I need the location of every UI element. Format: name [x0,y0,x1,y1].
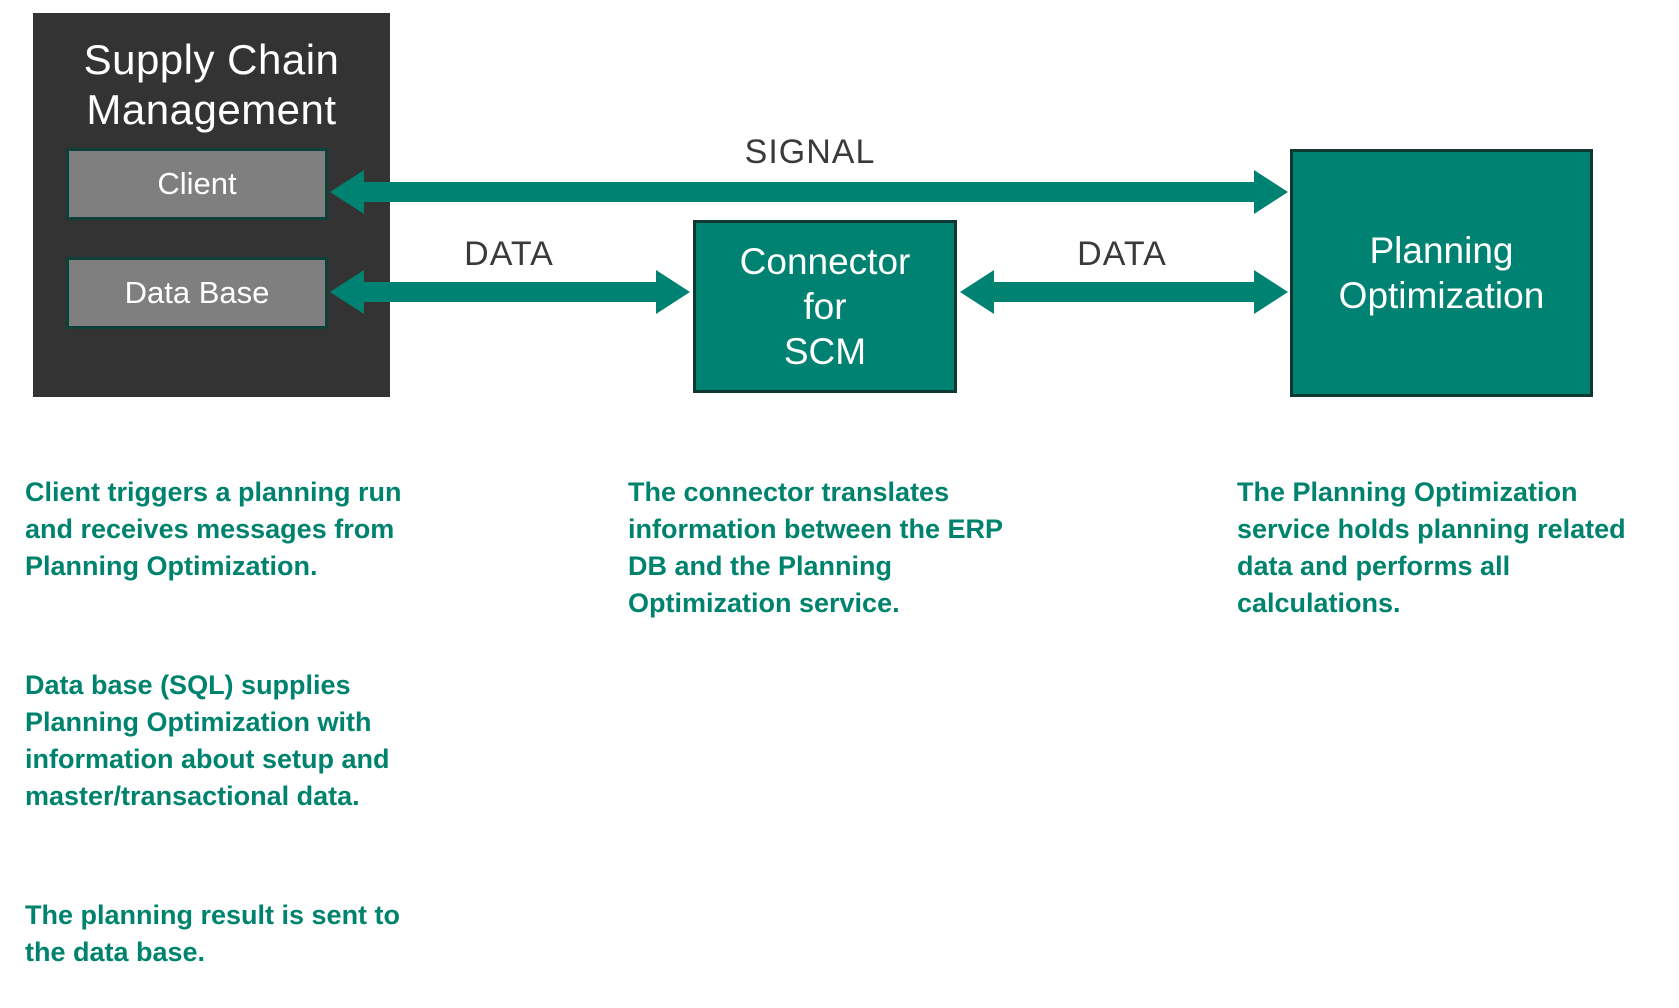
data-left-arrow-label: DATA [464,235,554,273]
scm-description-column: Client triggers a planning run and recei… [25,437,505,1008]
data-left-arrow [330,270,690,314]
arrowhead-left-icon [960,270,994,314]
description-paragraph: The Planning Optimization service holds … [1237,477,1626,618]
description-paragraph: The planning result is sent to the data … [25,900,401,967]
data-right-arrow [960,270,1288,314]
description-paragraph: Data base (SQL) supplies Planning Optimi… [25,670,390,811]
description-paragraph: The connector translates information bet… [628,477,1004,618]
arrowhead-right-icon [656,270,690,314]
architecture-diagram: Supply Chain Management Client Data Base… [25,13,1679,967]
arrowhead-right-icon [1254,270,1288,314]
arrow-shaft [364,182,1254,202]
database-box: Data Base [66,257,328,329]
planning-optimization-box: Planning Optimization [1290,149,1593,397]
arrow-shaft [364,282,656,302]
client-box: Client [66,148,328,220]
arrowhead-left-icon [330,270,364,314]
arrow-shaft [994,282,1254,302]
database-label: Data Base [124,275,270,310]
connector-for-scm-box: Connector for SCM [693,220,957,393]
arrowhead-left-icon [330,170,364,214]
description-paragraph: Client triggers a planning run and recei… [25,477,402,581]
signal-arrow [330,170,1288,214]
client-label: Client [157,166,237,201]
signal-arrow-label: SIGNAL [744,133,876,171]
data-right-arrow-label: DATA [1077,235,1167,273]
scm-title: Supply Chain Management [83,36,340,133]
planning-description-column: The Planning Optimization service holds … [1237,437,1679,659]
arrowhead-right-icon [1254,170,1288,214]
connector-description-column: The connector translates information bet… [628,437,1108,659]
supply-chain-management-box: Supply Chain Management Client Data Base [33,13,390,397]
